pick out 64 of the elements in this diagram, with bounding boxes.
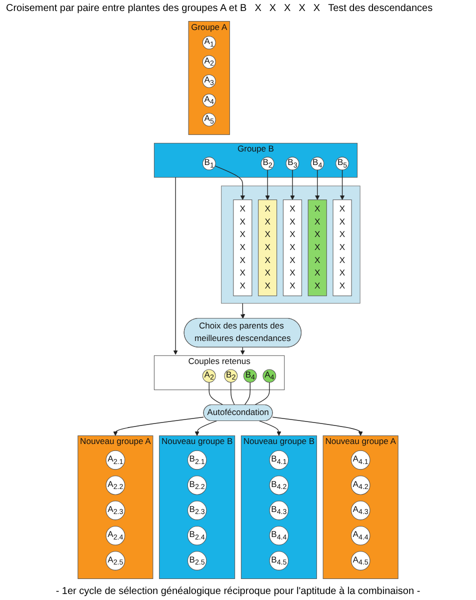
node-circle: B$_{2}$ (224, 369, 238, 383)
node-circle: A$_{4.2}$ (350, 476, 370, 495)
node-circle: B$_{2.4}$ (187, 526, 207, 546)
arrow (258, 420, 282, 436)
node-circle: B$_{3}$ (286, 156, 300, 170)
connector (244, 382, 250, 406)
node-box: X X X X X X X (258, 200, 278, 296)
node-circle: B$_{5}$ (336, 156, 349, 170)
node-circle: B$_{2.1}$ (187, 450, 207, 470)
node-circle: A$_{2.1}$ (106, 450, 126, 470)
node-circle: A$_{2.3}$ (106, 500, 126, 520)
node-circle: A$_{1}$ (202, 36, 216, 50)
note-text: X (269, 3, 276, 14)
note-text: X (313, 3, 320, 14)
node-circle: A$_{4}$ (202, 94, 216, 108)
note-text: Test des descendances (328, 3, 433, 14)
node-circle: A$_{4.5}$ (350, 551, 370, 570)
node-circle: A$_{4.1}$ (350, 450, 370, 470)
cluster (221, 186, 360, 304)
note-text: X (298, 3, 306, 14)
node-circle: B$_{4.4}$ (269, 526, 289, 546)
node-circle: A$_{2.4}$ (106, 526, 126, 546)
node-circle: A$_{3}$ (202, 74, 216, 88)
node-circle: B$_{4.3}$ (269, 500, 289, 520)
note-text: X (254, 3, 262, 14)
arrow (173, 177, 178, 355)
node-circle: B$_{4.1}$ (269, 450, 289, 470)
arrow (214, 166, 245, 200)
node-circle: B$_{2.2}$ (187, 476, 207, 495)
note-text: X (284, 3, 291, 14)
node-circle: A$_{2.5}$ (106, 551, 126, 570)
node-circle: A$_{4.4}$ (350, 526, 370, 546)
connector (230, 382, 235, 406)
node-box: X X X X X X X (282, 200, 302, 296)
connector (254, 382, 270, 406)
arrow (340, 170, 345, 200)
arrow (113, 416, 204, 436)
arrow (265, 170, 270, 200)
node-circle: A$_{5}$ (202, 112, 216, 126)
caption: - 1er cycle de sélection généalogique réciproque pour l'aptitude à la combinaison - (54, 585, 422, 599)
node-circle: B$_{2}$ (260, 156, 274, 170)
node-circle: B$_{1}$ (202, 156, 216, 170)
node-circle: B$_{2.3}$ (187, 500, 207, 520)
node-circle: A$_{2.2}$ (106, 476, 126, 495)
arrow (272, 416, 363, 436)
node-circle: A$_{2}$ (202, 369, 216, 383)
arrow (315, 170, 320, 200)
arrow (240, 346, 245, 355)
node-box: X X X X X X X (308, 200, 327, 296)
node-circle: B$_{2.5}$ (187, 551, 207, 570)
node-circle: A$_{4}$ (262, 369, 276, 383)
connector (208, 382, 224, 406)
node-box: X X X X X X X (233, 200, 252, 296)
arrow (290, 170, 295, 200)
arrow (240, 302, 246, 319)
node-box: X X X X X X X (332, 200, 352, 296)
node-circle: B$_{4.2}$ (269, 476, 289, 495)
node-circle: B$_{4}$ (310, 156, 324, 170)
node-circle: B$_{4}$ (243, 369, 257, 383)
note-text: Croisement par paire entre plantes des groupes A et B (6, 3, 247, 14)
node-circle: A$_{2}$ (202, 55, 216, 69)
node-circle: B$_{4.5}$ (269, 551, 289, 570)
node-circle: A$_{4.3}$ (350, 500, 370, 520)
arrow (194, 420, 218, 436)
